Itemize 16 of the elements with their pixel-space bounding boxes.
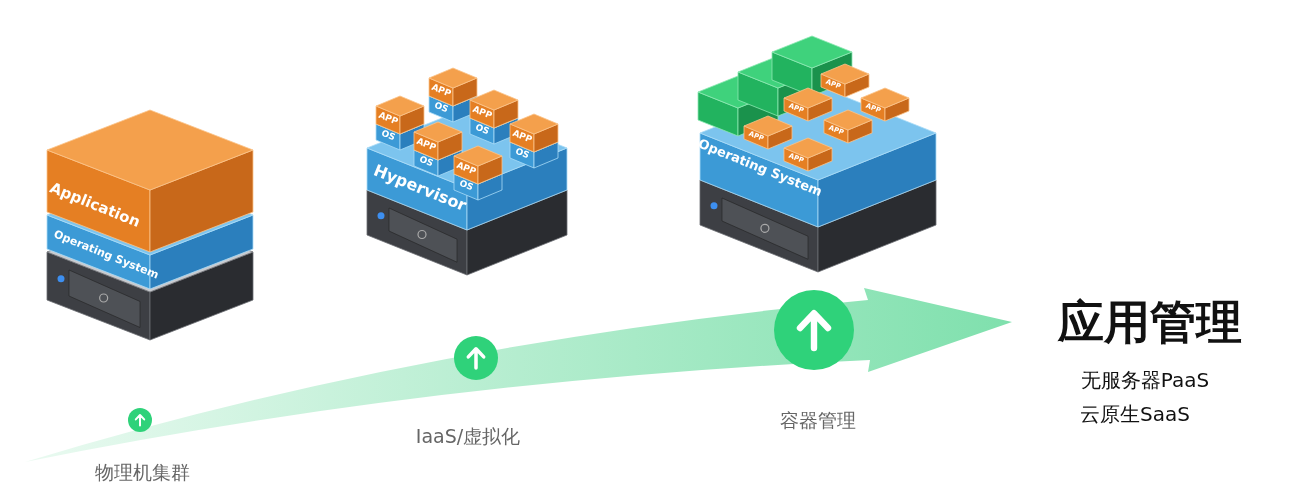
layer-label: APP [510,128,534,146]
layer-label: APP [470,104,494,122]
layer-label: APP [414,136,438,154]
layer-label: OS [513,146,531,162]
layer-label: OS [379,128,397,144]
layer-label: OS [417,154,435,169]
stage-label: 容器管理 [780,409,856,431]
stage-label: 物理机集群 [94,461,190,483]
layer-label: OS [432,100,450,116]
layer-label: OS [473,122,491,138]
heading: 应用管理 [1058,296,1242,348]
layer-label: APP [376,110,400,128]
stage-label: 云原生SaaS [1080,403,1190,425]
stage-label: 无服务器PaaS [1080,369,1210,391]
stage-label: IaaS/虚拟化 [415,425,521,447]
layer-label: APP [429,82,453,100]
